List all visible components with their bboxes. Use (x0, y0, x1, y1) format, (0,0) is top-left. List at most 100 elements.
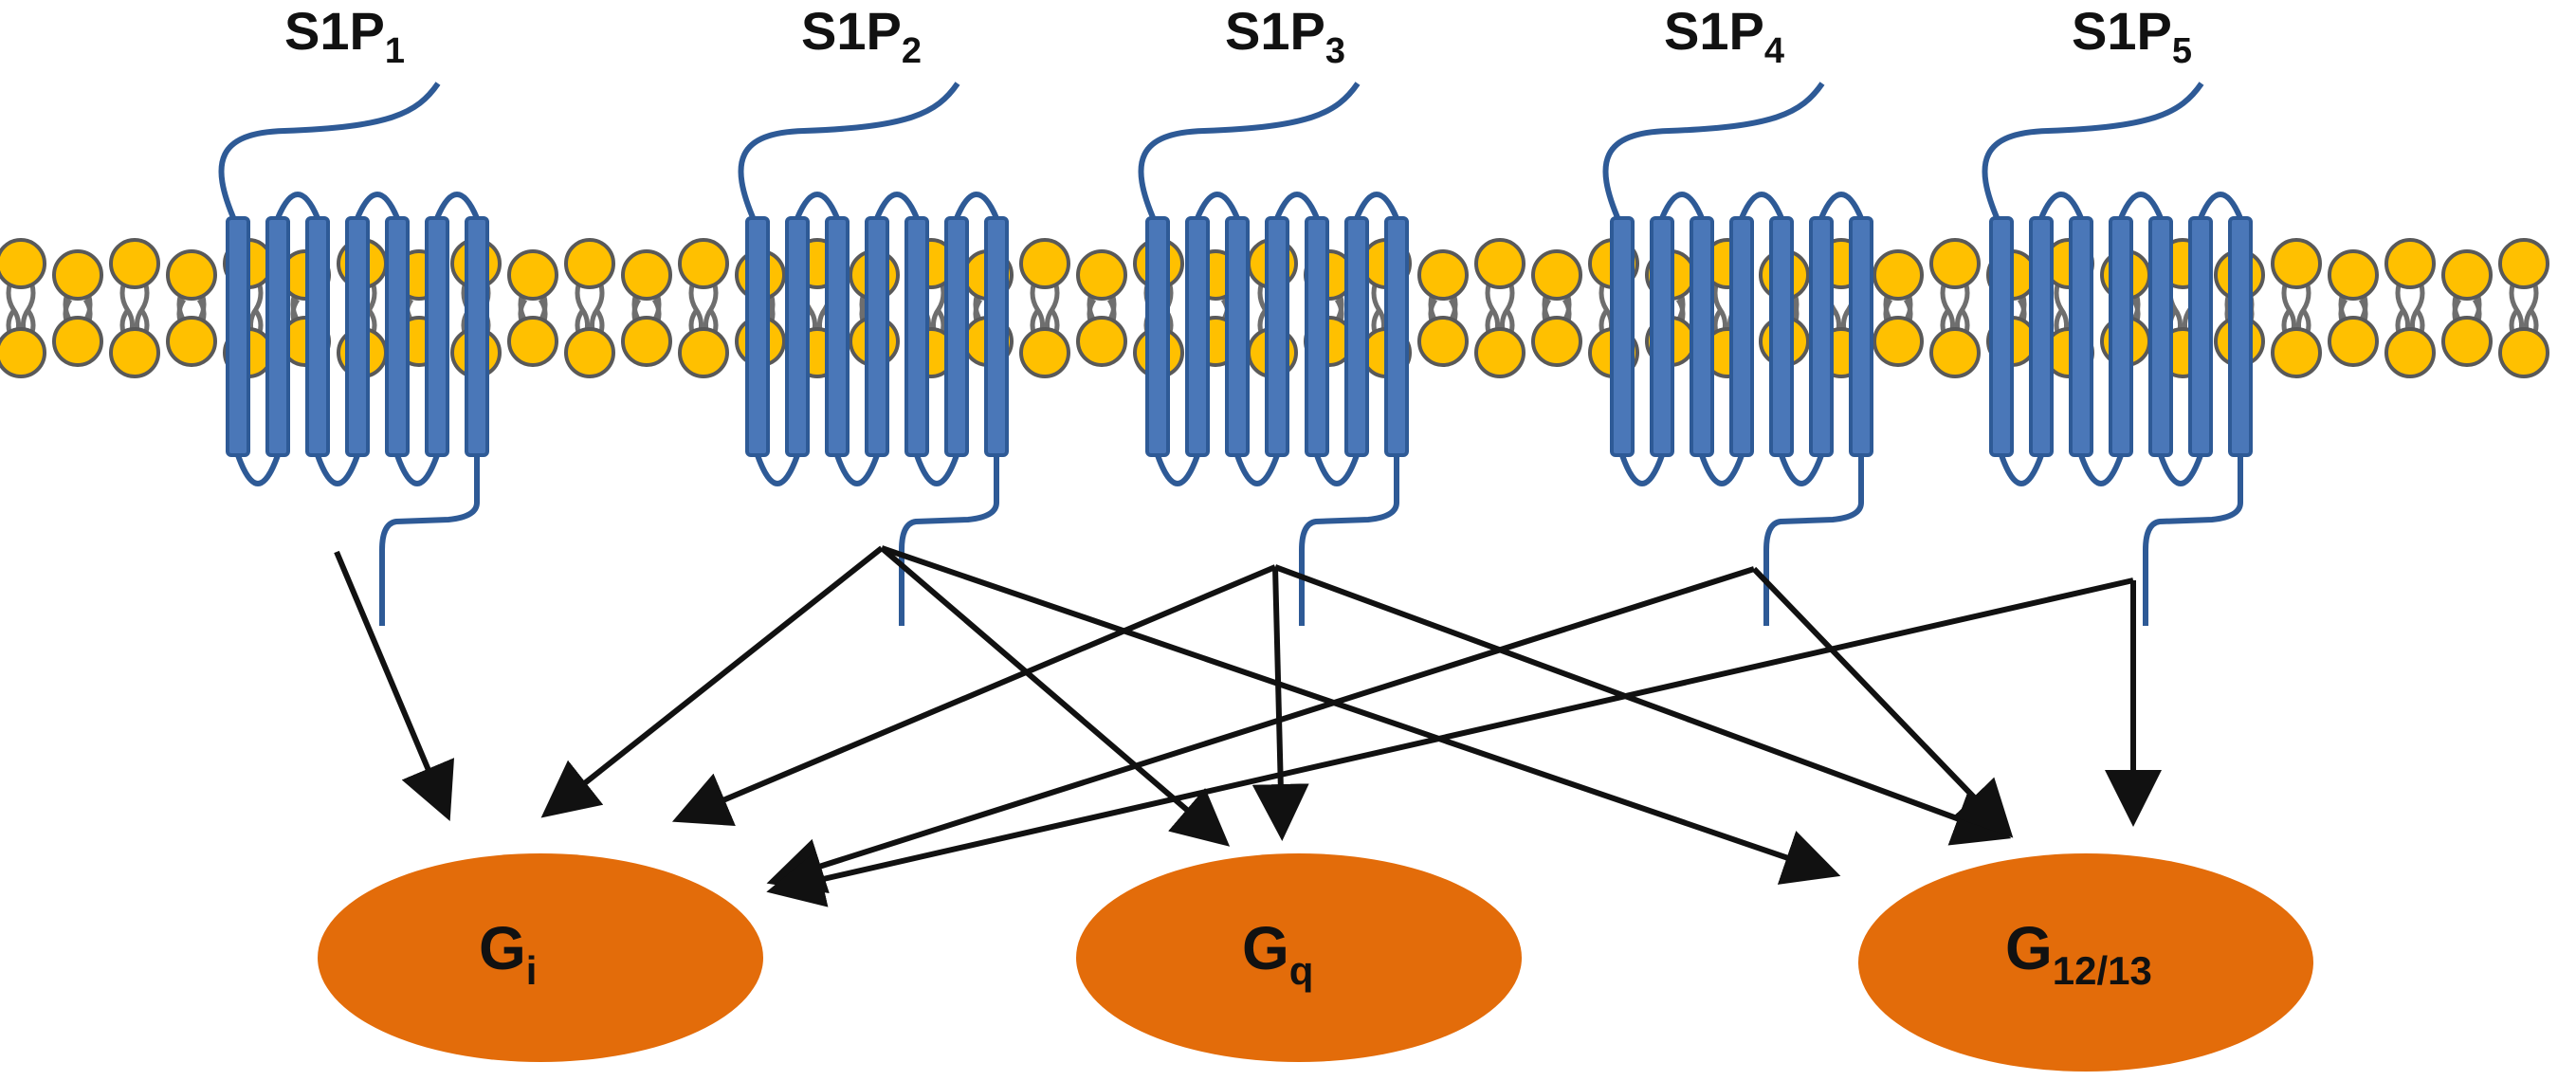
arrow-s1p1-to-gi (334, 550, 455, 822)
lipid-head (564, 327, 615, 378)
lipid-head (2328, 249, 2379, 301)
gprotein-label-gq: Gq (1242, 914, 1313, 993)
intracellular-loop (1155, 454, 1200, 486)
receptor-label-s1p3: S1P3 (1225, 1, 1345, 71)
n-terminus (738, 82, 960, 224)
lipid-head (1019, 238, 1070, 289)
extracellular-loop (1354, 192, 1399, 220)
lipid-head (678, 327, 729, 378)
intracellular-loop (755, 454, 800, 486)
lipid-head (621, 316, 672, 367)
signaling-arrows (334, 545, 2162, 907)
extracellular-loop (1739, 192, 1784, 220)
transmembrane-helix (1185, 216, 1210, 457)
lipid-head (507, 316, 558, 367)
transmembrane-helix (1989, 216, 2014, 457)
lipid-head (1076, 316, 1127, 367)
lipid-head (507, 249, 558, 301)
transmembrane-helix (1610, 216, 1635, 457)
lipid-head (109, 238, 160, 289)
arrow-s1p4-to-g1213 (1751, 566, 2014, 838)
transmembrane-helix (2228, 216, 2253, 457)
intracellular-loop (235, 454, 281, 486)
extracellular-loop (795, 192, 840, 220)
transmembrane-helix (1729, 216, 1754, 457)
intracellular-loop (394, 454, 440, 486)
lipid-head (2498, 327, 2549, 378)
arrow-s1p5-to-gi (766, 577, 2134, 907)
extracellular-loop (1195, 192, 1240, 220)
lipid-head (2441, 316, 2493, 367)
receptor-s1p4 (1602, 82, 1873, 626)
extracellular-loop (1659, 192, 1705, 220)
arrow-s1p3-to-gq (1251, 566, 1309, 841)
intracellular-loop (1699, 454, 1745, 486)
lipid-head (2441, 249, 2493, 301)
c-terminus (379, 455, 480, 626)
intracellular-loop (1999, 454, 2044, 486)
transmembrane-helix (2069, 216, 2093, 457)
transmembrane-helix (1145, 216, 1170, 457)
transmembrane-helix (904, 216, 929, 457)
transmembrane-helix (865, 216, 889, 457)
extracellular-loop (1274, 192, 1320, 220)
lipid-head (1929, 327, 1981, 378)
arrow-s1p2-to-gi (540, 545, 884, 818)
lipid-head (1474, 238, 1526, 289)
receptor-s1p1 (218, 82, 489, 626)
intracellular-loop (1314, 454, 1360, 486)
receptor-s1p5 (1982, 82, 2253, 626)
extracellular-loop (874, 192, 920, 220)
lipid-head (2498, 238, 2549, 289)
gprotein-gi (318, 853, 763, 1062)
intracellular-loop (1234, 454, 1280, 486)
extracellular-loop (434, 192, 480, 220)
receptor-label-s1p5: S1P5 (2072, 1, 2192, 71)
lipid-head (2384, 327, 2436, 378)
extracellular-loop (1818, 192, 1864, 220)
n-terminus (1138, 82, 1361, 224)
transmembrane-helix (785, 216, 810, 457)
transmembrane-helix (1809, 216, 1834, 457)
gprotein-label-gi: Gi (479, 914, 537, 993)
extracellular-loop (2198, 192, 2243, 220)
lipid-head (1417, 316, 1469, 367)
receptor-label-s1p2: S1P2 (801, 1, 922, 71)
lipid-head (52, 249, 103, 301)
n-terminus (1602, 82, 1825, 224)
lipid-head (1417, 249, 1469, 301)
extracellular-loop (275, 192, 320, 220)
intracellular-loop (315, 454, 360, 486)
receptor-label-s1p4: S1P4 (1664, 1, 1784, 71)
receptor-s1p2 (738, 82, 1009, 626)
c-terminus (1299, 455, 1399, 626)
lipid-head (1929, 238, 1981, 289)
lipid-head (1873, 249, 1924, 301)
extracellular-loop (355, 192, 400, 220)
lipid-head (0, 327, 46, 378)
extracellular-loop (2038, 192, 2084, 220)
g-protein-group (318, 853, 2313, 1072)
transmembrane-helix (1265, 216, 1289, 457)
intracellular-loop (1619, 454, 1665, 486)
receptor-group (218, 82, 2253, 626)
lipid-head (2271, 327, 2322, 378)
n-terminus (218, 82, 441, 224)
arrow-s1p3-to-g1213 (1273, 564, 2012, 846)
c-terminus (2143, 455, 2243, 626)
lipid-head (2328, 316, 2379, 367)
lipid-head (621, 249, 672, 301)
lipid-head (1076, 249, 1127, 301)
transmembrane-helix (385, 216, 410, 457)
receptor-s1p3 (1138, 82, 1409, 626)
lipid-head (564, 238, 615, 289)
lipid-head (2271, 238, 2322, 289)
transmembrane-helix (944, 216, 969, 457)
intracellular-loop (2158, 454, 2203, 486)
arrow-s1p2-to-gq (880, 545, 1231, 847)
transmembrane-helix (345, 216, 370, 457)
transmembrane-helix (745, 216, 770, 457)
intracellular-loop (2078, 454, 2124, 486)
lipid-head (1474, 327, 1526, 378)
